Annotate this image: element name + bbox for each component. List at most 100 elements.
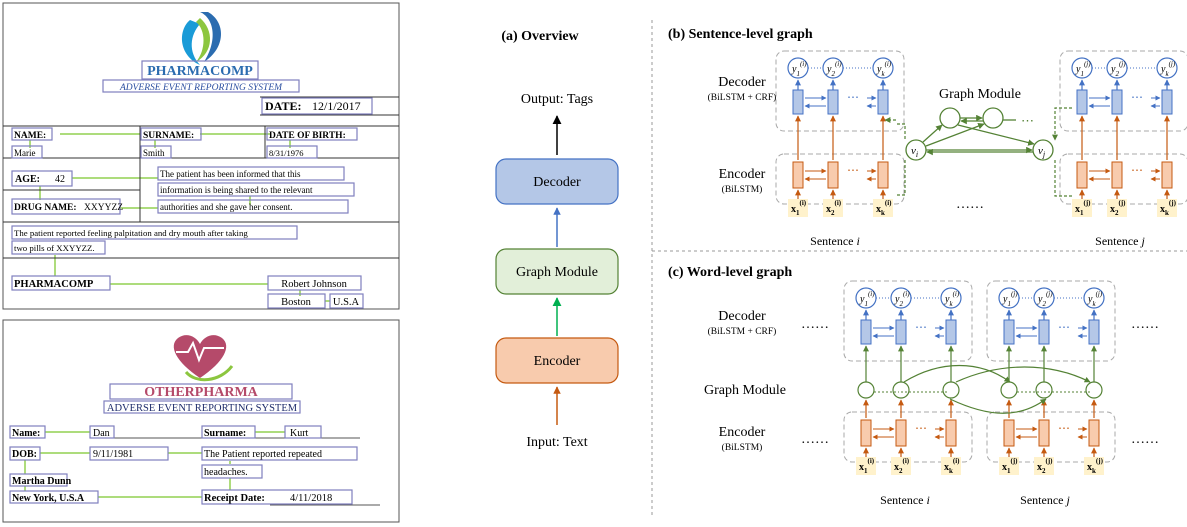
otherpharma-dob-label: DOB: <box>12 449 37 460</box>
overview-decoder: Decoder <box>533 175 581 190</box>
pharmacomp-date-label: DATE: <box>265 99 301 113</box>
wg-i-encoder-cell <box>860 419 872 447</box>
wg-i-encoder-dots: ⋯ <box>915 421 927 435</box>
sg-j-encoder-cell <box>1111 161 1123 189</box>
otherpharma-surname-label: Surname: <box>204 428 246 439</box>
pharmacomp-date-value: 12/1/2017 <box>312 99 361 113</box>
wg-j-decoder-dots: ⋯ <box>1058 320 1070 334</box>
form1-table <box>3 96 399 259</box>
wg-i-graph-node <box>892 381 910 399</box>
pharmacomp-country: U.S.A <box>333 297 360 308</box>
sg-i-decoder-cell <box>792 89 804 115</box>
wg-j-decoder-group <box>986 280 1116 362</box>
pharmacomp-dob-value: 8/31/1976 <box>269 148 303 158</box>
wg-decoder-sub: (BiLSTM + CRF) <box>708 326 777 337</box>
wg-decoder-label: Decoder <box>718 309 766 324</box>
sg-node-b <box>982 107 1004 129</box>
sg-node-vi-label: vi <box>911 145 918 159</box>
pharmacomp-city: Boston <box>281 297 312 308</box>
sg-j-decoder-cell <box>1111 89 1123 115</box>
pharmacomp-dob-label: DATE OF BIRTH: <box>269 131 346 141</box>
sg-graph: ⋯ vi vj <box>884 107 1072 197</box>
wg-sentence-i: Sentence i <box>880 493 930 507</box>
otherpharma-reporter: Martha Dunn <box>12 476 72 487</box>
overview-title: (a) Overview <box>501 29 579 44</box>
sg-i-encoder-dots: ⋯ <box>847 163 859 177</box>
wg-i-graph-node <box>857 381 875 399</box>
word-graph-title: (c) Word-level graph <box>668 265 792 280</box>
sg-i-decoder-dots: ⋯ <box>847 90 859 104</box>
sg-j-input-box <box>1072 199 1092 217</box>
sg-j-decoder-group <box>1059 50 1187 132</box>
wg-j-encoder-cell <box>1038 419 1050 447</box>
wg-i-encoder-cell <box>945 419 957 447</box>
sg-graph-module-label: Graph Module <box>939 87 1021 102</box>
sg-node-vj <box>1032 139 1054 161</box>
pharmacomp-name-value: Marie <box>14 148 36 158</box>
sg-encoder-label: Encoder <box>719 167 766 182</box>
wg-i-decoder-group <box>843 280 973 362</box>
wg-graph-arc <box>955 366 1091 383</box>
otherpharma-system: ADVERSE EVENT REPORTING SYSTEM <box>107 403 298 414</box>
sg-ellipsis: …… <box>956 197 984 212</box>
sg-encoder-sub: (BiLSTM) <box>722 184 763 195</box>
pharmacomp-logo <box>181 12 222 65</box>
pharmacomp-system: ADVERSE EVENT REPORTING SYSTEM <box>119 83 283 93</box>
wg-j-input-box <box>1034 457 1054 475</box>
overview-decoder-box <box>495 158 619 205</box>
otherpharma-report-2: headaches. <box>204 467 248 478</box>
otherpharma-logo <box>173 335 234 382</box>
overview-output: Output: Tags <box>521 92 593 107</box>
wg-ellipsis-enc-left: …… <box>801 432 829 447</box>
sg-i-input-box <box>788 199 808 217</box>
wg-i-encoder-cell <box>895 419 907 447</box>
wg-i-decoder-dots: ⋯ <box>915 320 927 334</box>
wg-j-encoder-cell <box>1003 419 1015 447</box>
otherpharma-receipt-label: Receipt Date: <box>204 493 265 504</box>
sg-i-encoder-cell <box>877 161 889 189</box>
wg-j-graph-node <box>1035 381 1053 399</box>
sg-i-y-node <box>872 57 894 79</box>
wg-encoder-sub: (BiLSTM) <box>722 442 763 453</box>
overview-encoder: Encoder <box>534 354 581 369</box>
sg-i-input-box <box>873 199 893 217</box>
pharmacomp-form: PHARMACOMP ADVERSE EVENT REPORTING SYSTE… <box>2 2 400 310</box>
wg-i-decoder-cell <box>860 319 872 345</box>
otherpharma-name-label: Name: <box>12 428 40 439</box>
pharmacomp-reporter: Robert Johnson <box>281 279 347 290</box>
wg-j-y-node <box>1083 287 1105 309</box>
sg-sentence-i: Sentence i <box>810 234 860 248</box>
overview-panel: (a) Overview Output: Tags Decoder Graph … <box>495 29 619 450</box>
pharmacomp-note-1: The patient has been informed that this <box>160 169 301 179</box>
wg-j-encoder-cell <box>1088 419 1100 447</box>
wg-j-decoder-cell <box>1038 319 1050 345</box>
pharmacomp-age-label: AGE: <box>15 174 40 185</box>
wg-ellipsis-dec-left: …… <box>801 317 829 332</box>
wg-graph-arc <box>903 365 1011 383</box>
pharmacomp-name-label: NAME: <box>14 131 46 141</box>
otherpharma-receipt-value: 4/11/2018 <box>290 493 332 504</box>
sg-i-encoder-cell <box>827 161 839 189</box>
sg-graph-dots: ⋯ <box>1021 113 1034 128</box>
wg-j-input-box <box>999 457 1019 475</box>
sg-j-input-box <box>1107 199 1127 217</box>
sg-j-encoder-cell <box>1161 161 1173 189</box>
sg-j-decoder-dots: ⋯ <box>1131 90 1143 104</box>
overview-graph-box <box>495 248 619 295</box>
pharmacomp-drug-label: DRUG NAME: <box>14 203 77 213</box>
pharmacomp-report-1: The patient reported feeling palpitation… <box>14 228 248 238</box>
wg-ellipsis-enc-right: …… <box>1131 432 1159 447</box>
otherpharma-company: OTHERPHARMA <box>144 385 258 400</box>
pharmacomp-surname-value: Smith <box>143 148 165 158</box>
otherpharma-location: New York, U.S.A <box>12 493 85 504</box>
wg-j-encoder-dots: ⋯ <box>1058 421 1070 435</box>
otherpharma-surname-value: Kurt <box>290 428 309 439</box>
sg-i-decoder-cell <box>877 89 889 115</box>
pharmacomp-drug-value: XXYYZZ <box>84 203 123 213</box>
pharmacomp-age-value: 42 <box>55 174 65 185</box>
wg-i-decoder-cell <box>945 319 957 345</box>
sg-decoder-label: Decoder <box>718 75 766 90</box>
overview-graph-module: Graph Module <box>516 265 598 280</box>
overview-encoder-box <box>495 337 619 384</box>
